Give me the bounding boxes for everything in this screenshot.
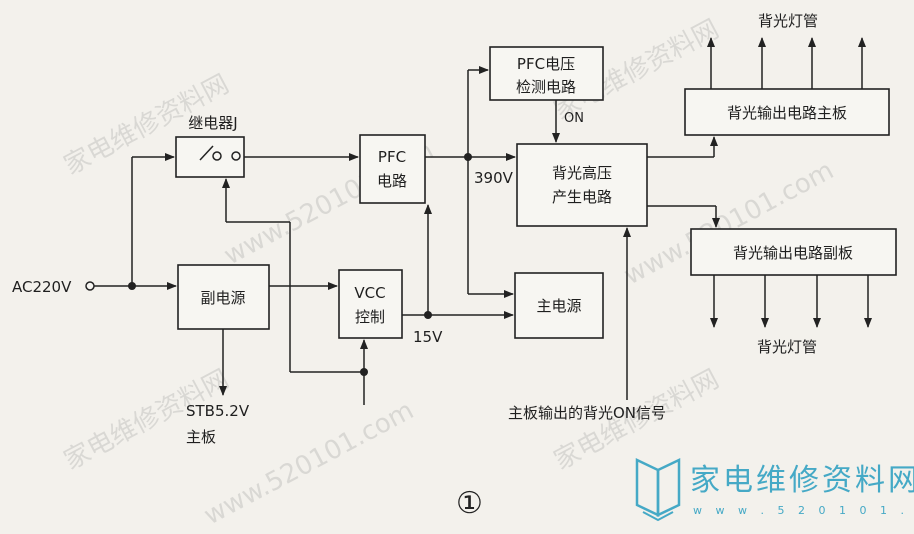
- lamps-top-label: 背光灯管: [758, 12, 818, 30]
- logo-text: 家电维修资料网: [690, 463, 914, 498]
- vcc-ctrl-label-2: 控制: [355, 308, 385, 326]
- aux-power-box: [177, 264, 270, 330]
- out-main-label: 背光输出电路主板: [727, 104, 847, 122]
- pfc-circuit-label-2: 电路: [377, 172, 407, 190]
- pfc-circuit-label-1: PFC: [378, 148, 406, 166]
- aux-power-label: 副电源: [200, 289, 245, 307]
- v15-label: 15V: [413, 328, 443, 346]
- relay-switch-symbol: [199, 145, 241, 161]
- hv-gen-label-1: 背光高压: [552, 164, 612, 182]
- pfc-detect-label-1: PFC电压: [517, 55, 575, 73]
- lamps-bottom-label: 背光灯管: [757, 338, 817, 356]
- relay-label: 继电器J: [188, 114, 237, 132]
- out-main-box: [684, 88, 890, 136]
- figure-number: ①: [456, 486, 483, 521]
- hv-gen-label-2: 产生电路: [552, 188, 612, 206]
- logo-url: w w w . 5 2 0 1 0 1 . c o m: [693, 504, 914, 517]
- pfc-detect-box: [489, 46, 604, 101]
- book-icon: [635, 458, 681, 522]
- backlight-on-signal-label: 主板输出的背光ON信号: [508, 404, 666, 422]
- ac-input-terminal: [85, 281, 95, 291]
- ac-input-label: AC220V: [12, 278, 72, 296]
- v390-label: 390V: [474, 169, 514, 187]
- out-sub-label: 背光输出电路副板: [733, 244, 853, 262]
- stb-label-1: STB5.2V: [186, 402, 250, 420]
- out-sub-box: [690, 228, 897, 276]
- stb-label-2: 主板: [186, 428, 216, 446]
- main-power-box: [514, 272, 604, 339]
- hv-gen-box: [516, 143, 648, 227]
- pfc-circuit-box: [359, 134, 426, 204]
- main-power-label: 主电源: [536, 297, 581, 315]
- vcc-ctrl-box: [338, 269, 403, 339]
- vcc-ctrl-label-1: VCC: [354, 284, 385, 302]
- pfc-detect-label-2: 检测电路: [516, 78, 576, 96]
- site-logo: 家电维修资料网 w w w . 5 2 0 1 0 1 . c o m: [635, 458, 914, 522]
- watermark-text: 家电维修资料网: [59, 364, 234, 476]
- on-label: ON: [564, 111, 584, 126]
